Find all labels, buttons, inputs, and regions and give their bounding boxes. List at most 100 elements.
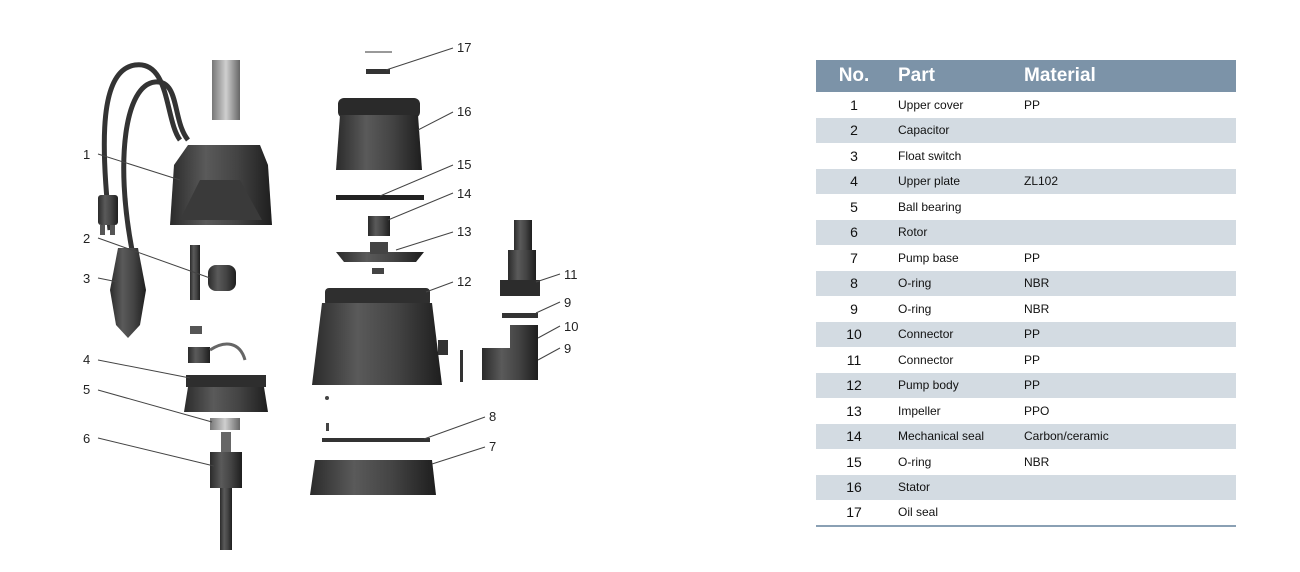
cell-part: O-ring [898,301,932,316]
part-connector-11 [500,220,540,296]
callout-15: 15 [457,157,471,172]
cell-part: Stator [898,480,931,495]
table-row: 16 Stator [816,474,1236,500]
callout-7: 7 [489,439,496,454]
cell-material: ZL102 [1024,174,1059,189]
cell-part: Capacitor [898,123,950,138]
cell-part: Upper plate [898,174,961,189]
cell-material: PP [1024,352,1041,367]
cell-material: PP [1024,327,1041,342]
cell-material: NBR [1024,301,1050,316]
cell-part: Float switch [898,148,962,163]
table-row: 1 Upper cover PP [816,92,1236,118]
callout-4: 4 [83,352,90,367]
cell-material: Carbon/ceramic [1024,429,1109,444]
cell-no: 11 [846,351,862,368]
cell-no: 15 [846,453,862,470]
table-row: 4 Upper plate ZL102 [816,168,1236,194]
cell-material [1016,220,1236,246]
cell-no: 9 [850,300,858,317]
part-capacitor [190,245,236,300]
part-o-ring-8 [322,438,430,442]
cell-no: 7 [850,249,858,266]
cell-material: NBR [1024,454,1050,469]
cell-no: 4 [850,173,858,190]
table-header-row: No. Part Material [816,60,1236,92]
exploded-pump-diagram: 1 2 3 4 5 6 7 8 9 9 10 11 12 13 14 15 16… [83,40,578,550]
part-o-ring-15 [336,195,424,200]
cell-material [1016,143,1236,169]
callout-10: 10 [564,319,578,334]
cell-part: Pump base [898,250,959,265]
cell-part: Connector [898,327,954,342]
table-row: 15 O-ring NBR [816,449,1236,475]
callout-labels: 1 2 3 4 5 6 7 8 9 9 10 11 12 13 14 15 16… [83,40,578,454]
callout-13: 13 [457,224,471,239]
cell-part: Oil seal [892,500,1016,527]
callout-11: 11 [564,267,578,282]
screws [325,396,329,431]
table-row: 13 Impeller PPO [816,398,1236,424]
cell-part: O-ring [898,454,932,469]
cell-part: Impeller [898,403,941,418]
cell-material: PP [1024,250,1041,265]
table-row: 2 Capacitor [816,117,1236,144]
cell-part: Pump body [898,378,959,393]
cell-no: 6 [850,224,858,241]
power-cable [98,62,191,251]
cell-no: 10 [846,326,862,343]
part-float-switch [110,248,146,338]
header-part: Part [898,65,935,86]
cell-material: NBR [1024,276,1050,291]
cell-no: 3 [850,147,858,164]
callout-6: 6 [83,431,90,446]
table-row: 9 O-ring NBR [816,296,1236,322]
part-rotor [210,432,242,550]
part-mechanical-seal [368,216,390,236]
callout-5: 5 [83,382,90,397]
callout-2: 2 [83,231,90,246]
cell-no: 13 [846,402,862,419]
header-no: No. [838,65,870,86]
cell-material: PPO [1024,403,1050,418]
part-pump-body [312,288,448,385]
table-row: 3 Float switch [816,143,1236,169]
cell-part: Ball bearing [898,199,962,214]
table-row: 7 Pump base PP [816,245,1236,271]
part-connector-10 [482,325,538,380]
cell-material [1016,500,1236,527]
part-upper-cover [170,60,272,225]
part-oil-seal [365,51,392,74]
callout-1: 1 [83,147,90,162]
callout-9a: 9 [564,295,571,310]
cell-part: Mechanical seal [898,429,985,444]
cell-material: PP [1024,378,1041,393]
table-row: 14 Mechanical seal Carbon/ceramic [816,423,1236,449]
cell-no: 8 [850,275,858,292]
table-row: 10 Connector PP [816,321,1236,347]
part-pump-base [310,460,436,495]
leader-lines [97,47,561,467]
callout-16: 16 [457,104,471,119]
cell-material: PP [1024,97,1041,112]
cell-no: 2 [850,122,858,139]
part-impeller [336,242,424,274]
cell-no: 17 [816,500,892,527]
callout-17: 17 [457,40,471,55]
callout-3: 3 [83,271,90,286]
cell-material [1016,118,1236,144]
cell-no: 14 [846,428,862,445]
part-ball-bearing [210,418,240,430]
callout-9b: 9 [564,341,571,356]
part-upper-plate [184,375,268,412]
cell-no: 1 [850,96,858,113]
cell-material [1016,194,1236,220]
callout-14: 14 [457,186,471,201]
cell-no: 12 [846,377,862,394]
cell-part: Upper cover [898,97,964,112]
cell-no: 16 [846,479,862,496]
